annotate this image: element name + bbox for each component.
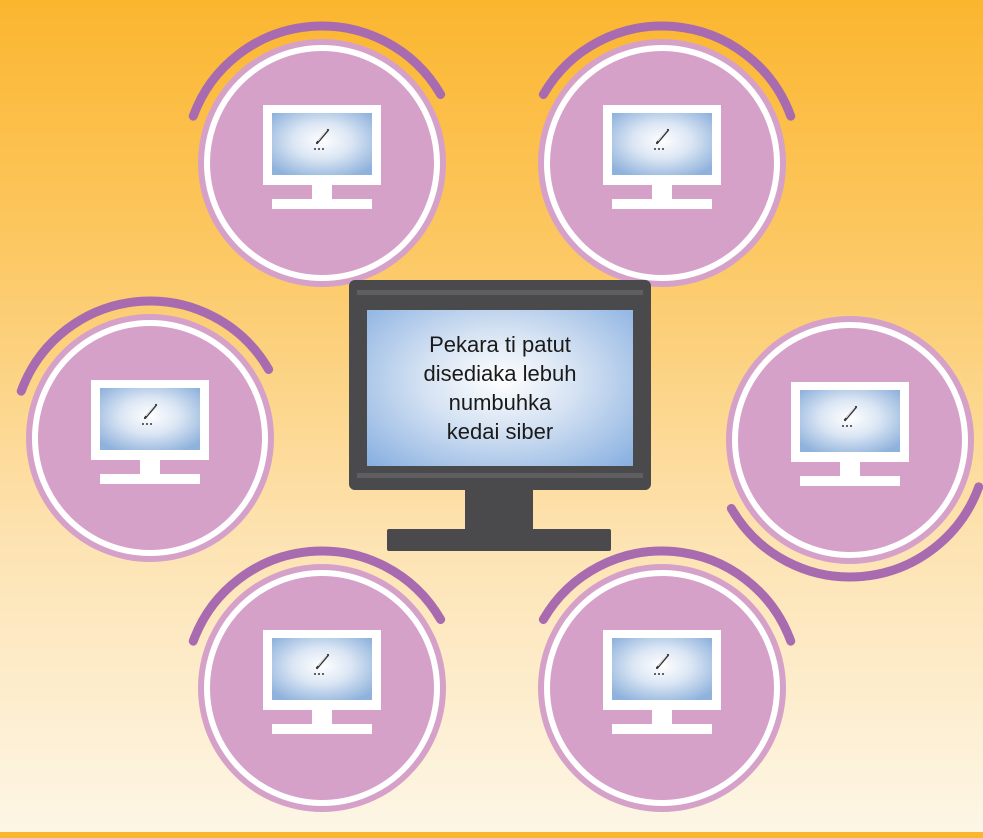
monitor-bottom-bar: [357, 473, 643, 478]
monitor-icon-base: [612, 724, 712, 734]
monitor-icon-base: [100, 474, 200, 484]
monitor-top-bar: [357, 290, 643, 295]
node-circle-graphic: [512, 538, 812, 838]
monitor-icon-screen: [612, 113, 712, 175]
monitor-icon-neck: [652, 185, 672, 199]
monitor-icon-screen: [100, 388, 200, 450]
monitor-icon-screen: [800, 390, 900, 452]
monitor-icon-screen: [612, 638, 712, 700]
node-circle-graphic: [172, 538, 472, 838]
monitor-icon-neck: [312, 710, 332, 724]
monitor-icon-neck: [840, 462, 860, 476]
center-text-line-4: kedai siber: [447, 417, 553, 446]
node-circle-graphic: [512, 13, 812, 313]
monitor-icon-base: [272, 199, 372, 209]
node-bottom-left: [172, 538, 472, 838]
node-top-right: [512, 13, 812, 313]
monitor-icon-screen: [272, 638, 372, 700]
center-text-line-2: disediaka lebuh: [424, 359, 577, 388]
monitor-icon-screen: [272, 113, 372, 175]
monitor-icon-base: [272, 724, 372, 734]
center-text-line-3: numbuhka: [449, 388, 552, 417]
monitor-icon-neck: [652, 710, 672, 724]
center-monitor-base: [387, 529, 611, 551]
monitor-icon-neck: [140, 460, 160, 474]
monitor-icon-base: [612, 199, 712, 209]
center-text-line-1: Pekara ti patut: [429, 330, 571, 359]
center-monitor-neck: [465, 488, 533, 532]
node-circle-graphic: [172, 13, 472, 313]
node-top-left: [172, 13, 472, 313]
center-monitor: Pekara ti patut disediaka lebuh numbuhka…: [349, 280, 651, 490]
center-screen: Pekara ti patut disediaka lebuh numbuhka…: [367, 310, 633, 466]
monitor-icon-neck: [312, 185, 332, 199]
monitor-icon-base: [800, 476, 900, 486]
node-bottom-right: [512, 538, 812, 838]
